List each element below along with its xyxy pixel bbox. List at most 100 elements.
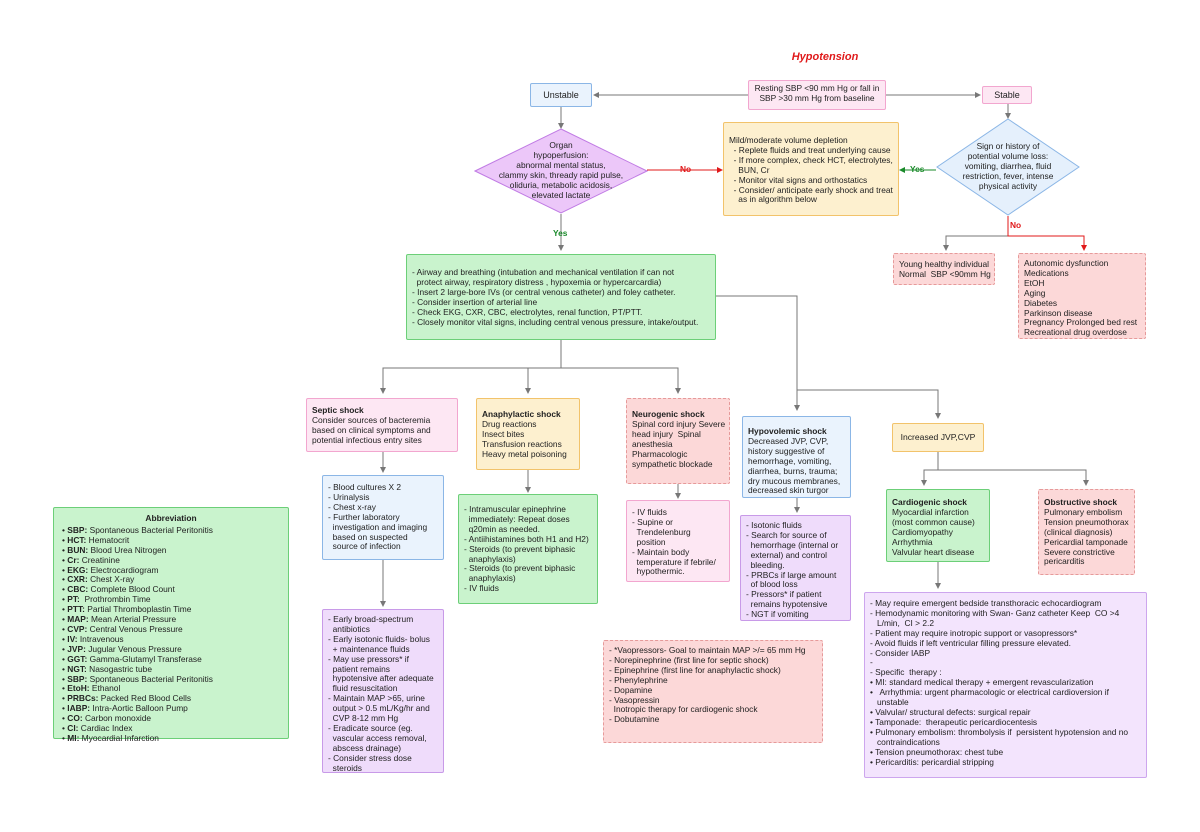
box-line: Autonomic dysfunction [1024, 258, 1109, 268]
box-line: Pharmacologic [632, 448, 688, 459]
box-line: vascular access removal, [328, 732, 427, 743]
anaphylactic-shock-box: Anaphylactic shock Drug reactions Insect… [476, 398, 580, 470]
box-line: - Monitor vital signs and orthostatics [729, 174, 868, 185]
box-line: Pericardial tamponade [1044, 536, 1128, 547]
abbreviation-meaning: Blood Urea Nitrogen [88, 544, 167, 555]
box-line: head injury Spinal [632, 428, 701, 439]
box-line: anaphylaxis) [464, 573, 516, 584]
abbreviation-key: PRBCs: [67, 693, 99, 704]
abbreviation-key: EtoH: [67, 683, 90, 694]
box-line: Myocardial infarction [892, 506, 969, 517]
box-line: Insect bites [482, 428, 525, 439]
box-line: Consider sources of bacteremia [312, 414, 431, 425]
box-line: Inotropic therapy for cardiogenic shock [609, 704, 758, 715]
box-line: - Blood cultures X 2 [328, 482, 402, 492]
box-line: fluid resuscitation [328, 683, 398, 694]
abbreviation-meaning: Nasogastric tube [86, 663, 152, 674]
box-heading: Septic shock [312, 405, 364, 415]
box-line: - IV fluids [632, 507, 667, 517]
box-line: - Early isotonic fluids- bolus [328, 633, 430, 644]
legend-title: Abbreviation [145, 513, 197, 523]
box-line: external) and control [746, 549, 828, 560]
volume-loss-decision: Sign or history of potential volume loss… [936, 118, 1080, 216]
box-line: contraindications [870, 736, 940, 747]
abbreviation-item: • SBP: Spontaneous Bacterial Peritonitis [62, 524, 213, 535]
abbreviation-item: • BUN: Blood Urea Nitrogen [62, 544, 167, 555]
yes-label: Yes [553, 228, 568, 238]
box-line: - Consider insertion of arterial line [412, 296, 538, 307]
box-line: Transfusion reactions [482, 438, 562, 449]
abbreviation-key: IABP: [67, 703, 91, 714]
box-line: dry mucous membranes, [748, 475, 841, 486]
box-line: - NGT if vomiting [746, 609, 809, 620]
box-line: L/min, CI > 2.2 [870, 617, 935, 628]
start-line: Resting SBP <90 mm Hg or fall in [754, 83, 880, 93]
box-line: anesthesia [632, 438, 673, 449]
box-line: decreased skin turgor [748, 485, 829, 496]
box-line: - Vasopressin [609, 694, 660, 705]
volume-depletion-box: Mild/moderate volume depletion - Replete… [723, 122, 899, 216]
box-heading: Neurogenic shock [632, 409, 705, 419]
box-line: temperature if febrile/ [632, 556, 716, 567]
box-line: - Consider stress dose [328, 752, 412, 763]
decision-line: oliduria, metabolic acidosis, [509, 179, 613, 190]
abbreviation-key: CVP: [67, 623, 88, 634]
box-line: Parkinson disease [1024, 307, 1093, 318]
box-line: (most common cause) [892, 516, 975, 527]
septic-treatment-box: - Early broad-spectrum antibiotics - Ear… [322, 609, 444, 773]
start-line: SBP >30 mm Hg from baseline [759, 92, 875, 103]
decision-line: restriction, fever, intense [962, 170, 1054, 181]
box-line: based on suspected [328, 531, 408, 542]
hypovolemic-shock-box: Hypovolemic shock Decreased JVP, CVP, hi… [742, 416, 851, 498]
abbreviation-meaning: Central Venous Pressure [87, 623, 183, 634]
box-line: - [870, 657, 873, 668]
decision-line: potential volume loss: [967, 151, 1049, 162]
box-line: - Pressors* if patient [746, 589, 822, 600]
box-line: pericarditis [1044, 556, 1085, 567]
box-line: Decreased JVP, CVP, [748, 435, 829, 446]
box-line: - Search for source of [746, 529, 827, 540]
box-line: Trendelenburg [632, 526, 691, 537]
box-line: - Avoid fluids if left ventricular filli… [870, 637, 1071, 648]
abbreviation-item: • PRBCs: Packed Red Blood Cells [62, 693, 192, 704]
obstructive-shock-box: Obstructive shock Pulmonary embolism Ten… [1038, 489, 1135, 575]
box-line: - Steroids (to prevent biphasic [464, 563, 576, 574]
anaphylactic-treatment-box: - Intramuscular epinephrine immediately:… [458, 494, 598, 604]
unstable-box: Unstable [530, 83, 592, 107]
box-line: - Maintain MAP >65, urine [328, 693, 425, 704]
decision-line: abnormal mental status, [516, 160, 606, 171]
box-line: • MI: standard medical therapy + emergen… [870, 677, 1094, 688]
box-line: - IV fluids [464, 583, 499, 594]
box-line: - Early broad-spectrum [328, 614, 414, 624]
box-line: - Insert 2 large-bore IVs (or central ve… [412, 286, 676, 297]
decision-line: Organ [549, 140, 573, 151]
box-line: - Hemodynamic monitoring with Swan- Ganz… [870, 607, 1120, 618]
box-line: - Dopamine [609, 684, 653, 695]
box-line: - Further laboratory [328, 511, 400, 522]
box-line: abscess drainage) [328, 742, 402, 753]
decision-line: hypoperfusion: [533, 150, 589, 161]
abbreviation-meaning: Cardiac Index [78, 723, 133, 734]
box-line: - If more complex, check HCT, electrolyt… [729, 154, 893, 165]
box-line: immediately: Repeat doses [464, 513, 570, 524]
box-line: Valvular heart disease [892, 546, 975, 557]
decision-line: clammy skin, thready rapid pulse, [498, 170, 624, 180]
box-line: - Steroids (to prevent biphasic [464, 543, 576, 554]
box-line: - Check EKG, CXR, CBC, electrolytes, ren… [412, 306, 643, 317]
box-line: - May use pressors* if [328, 653, 409, 664]
box-line: remains hypotensive [746, 599, 828, 610]
box-line: Normal SBP <90mm Hg [899, 268, 991, 279]
abbreviation-item: • NGT: Nasogastric tube [62, 663, 152, 674]
abbreviation-item: • IABP: Intra-Aortic Balloon Pump [62, 703, 188, 714]
abbreviation-key: Cr: [67, 554, 80, 565]
abbreviation-item: • PT: Prothrombin Time [62, 594, 151, 605]
box-line: - Consider/ anticipate early shock and t… [729, 184, 893, 195]
box-line: Cardiomyopathy [892, 526, 953, 537]
box-line: - Replete fluids and treat underlying ca… [729, 144, 891, 155]
abbreviation-meaning: Spontaneous Bacterial Peritonitis [87, 673, 213, 684]
box-line: protect airway, respiratory distress , h… [412, 276, 662, 287]
box-line: Young healthy individual [899, 259, 990, 269]
abbreviation-meaning: Gamma-Glutamyl Transferase [87, 653, 202, 664]
abbreviation-item: • GGT: Gamma-Glutamyl Transferase [62, 653, 202, 664]
box-line: - Norepinephrine (first line for septic … [609, 654, 769, 665]
